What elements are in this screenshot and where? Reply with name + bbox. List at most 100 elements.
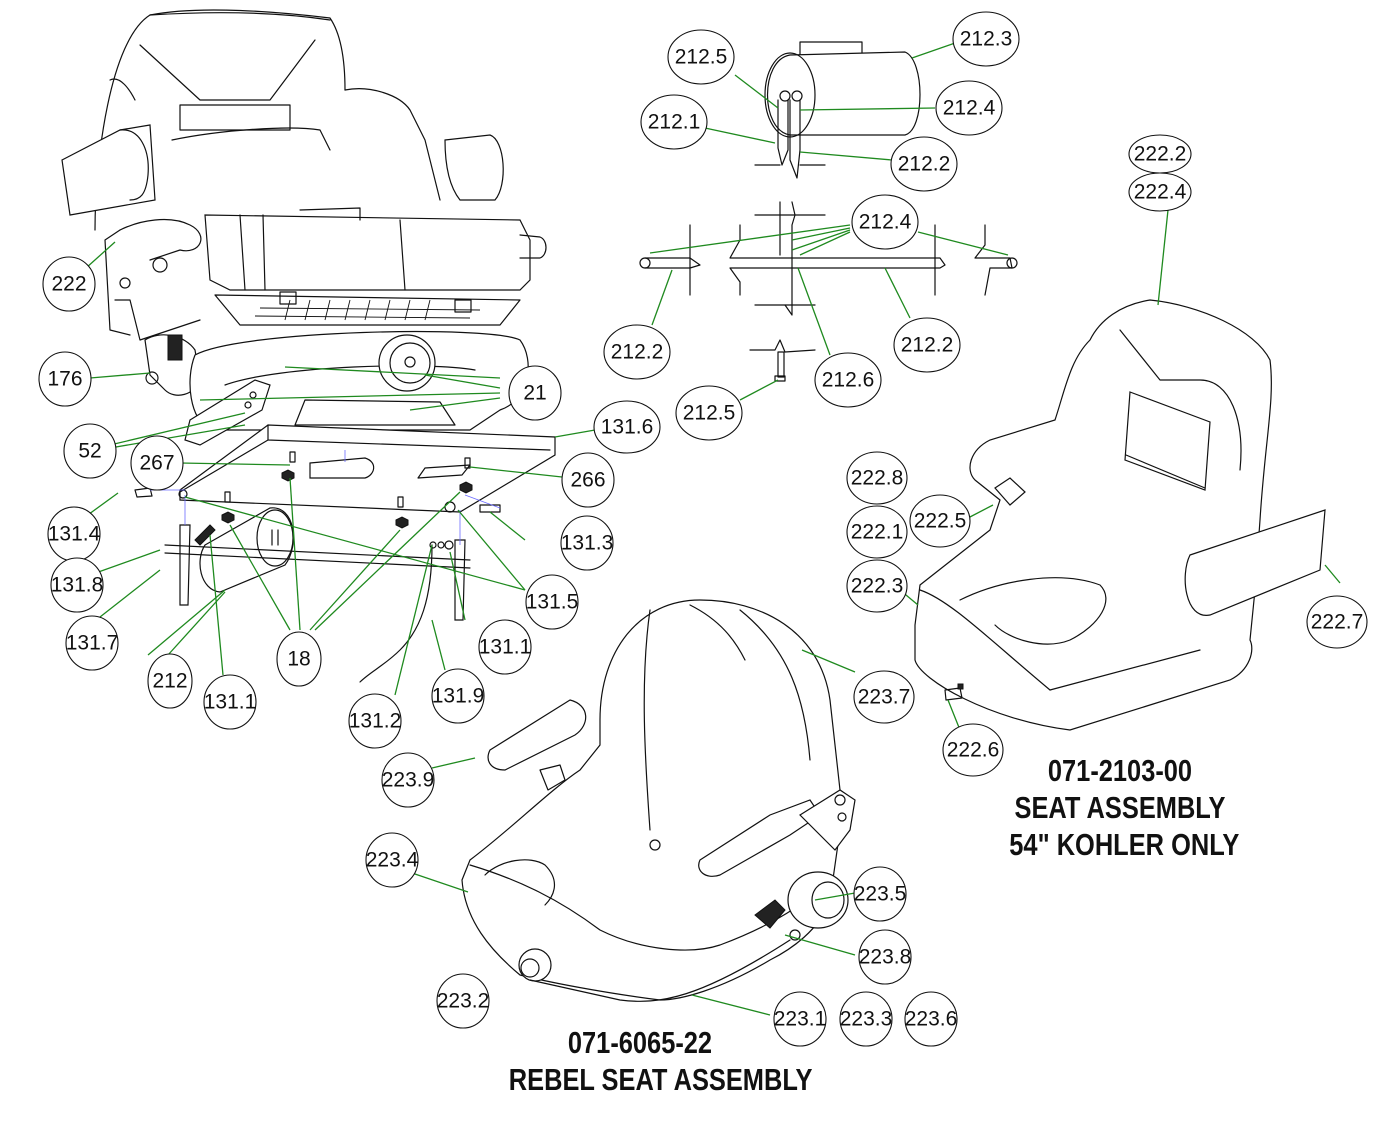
kohler-assembly-name: SEAT ASSEMBLY <box>1014 790 1226 826</box>
callout-label: 222 <box>51 273 86 296</box>
callout-131-8[interactable]: 131.8 <box>50 557 104 613</box>
callout-label: 131.9 <box>432 685 485 708</box>
callout-222-4[interactable]: 222.4 <box>1128 172 1192 212</box>
callout-label: 131.2 <box>349 710 402 733</box>
kohler-assembly-note: 54" KOHLER ONLY <box>1009 827 1240 863</box>
callout-212-5-top[interactable]: 212.5 <box>667 29 735 85</box>
callout-label: 222.8 <box>851 467 904 490</box>
callout-label: 223.4 <box>366 849 419 872</box>
callout-212-2-right[interactable]: 212.2 <box>893 317 961 373</box>
callout-label: 131.7 <box>66 632 119 655</box>
callout-label: 18 <box>287 648 310 671</box>
callout-label: 223.7 <box>858 686 911 709</box>
callout-label: 222.2 <box>1134 143 1187 166</box>
callout-label: 212.4 <box>943 97 996 120</box>
callout-label: 223.9 <box>382 769 435 792</box>
callout-267[interactable]: 267 <box>130 435 184 491</box>
callout-label: 222.3 <box>851 575 904 598</box>
callout-label: 131.1 <box>204 691 257 714</box>
callout-label: 131.1 <box>479 636 532 659</box>
rebel-assembly-name: REBEL SEAT ASSEMBLY <box>508 1062 813 1098</box>
callout-212-3[interactable]: 212.3 <box>952 11 1020 67</box>
leader-lines <box>84 41 1341 1016</box>
callout-131-4[interactable]: 131.4 <box>47 506 101 562</box>
callout-131-2[interactable]: 131.2 <box>348 693 402 749</box>
callout-label: 212.3 <box>960 28 1013 51</box>
callout-bubbles: 222 176 21 52 267 131.6 266 131.4 131.3 … <box>38 11 1368 1047</box>
callout-label: 223.5 <box>854 883 907 906</box>
callout-52[interactable]: 52 <box>63 423 117 479</box>
callout-label: 212 <box>152 670 187 693</box>
callout-label: 222.5 <box>914 510 967 533</box>
callout-label: 212.5 <box>675 46 728 69</box>
callout-label: 212.2 <box>611 341 664 364</box>
callout-222-7[interactable]: 222.7 <box>1306 595 1368 649</box>
callout-label: 131.5 <box>526 591 579 614</box>
callout-223-7[interactable]: 223.7 <box>853 670 915 724</box>
callout-131-1-left[interactable]: 131.1 <box>203 674 257 730</box>
callout-label: 223.2 <box>437 990 490 1013</box>
callout-222-8[interactable]: 222.8 <box>846 451 908 505</box>
callout-131-3[interactable]: 131.3 <box>560 515 614 571</box>
callout-212-4-mid[interactable]: 212.4 <box>851 194 919 250</box>
callout-label: 222.7 <box>1311 611 1364 634</box>
callout-212-6[interactable]: 212.6 <box>814 352 882 408</box>
rebel-assembly-title: 071-6065-22 REBEL SEAT ASSEMBLY <box>508 1024 813 1098</box>
callout-label: 222.1 <box>851 521 904 544</box>
callout-131-9[interactable]: 131.9 <box>431 668 485 724</box>
switch-detail-drawing <box>639 41 1018 382</box>
callout-label: 212.6 <box>822 369 875 392</box>
callout-223-6[interactable]: 223.6 <box>904 991 958 1047</box>
callout-222-3[interactable]: 222.3 <box>846 559 908 613</box>
callout-223-5[interactable]: 223.5 <box>853 866 907 922</box>
callout-label: 131.6 <box>601 416 654 439</box>
callout-label: 212.1 <box>648 111 701 134</box>
callout-222-1[interactable]: 222.1 <box>846 505 908 559</box>
callout-222-2[interactable]: 222.2 <box>1128 134 1192 174</box>
callout-label: 131.4 <box>48 523 101 546</box>
callout-label: 223.8 <box>859 946 912 969</box>
callout-131-6[interactable]: 131.6 <box>593 400 661 454</box>
callout-label: 212.2 <box>901 334 954 357</box>
callout-label: 266 <box>570 469 605 492</box>
callout-131-7[interactable]: 131.7 <box>65 615 119 671</box>
callout-212-2-left[interactable]: 212.2 <box>603 324 671 380</box>
rebel-part-number: 071-6065-22 <box>567 1025 713 1060</box>
kohler-assembly-title: 071-2103-00 SEAT ASSEMBLY 54" KOHLER ONL… <box>1009 752 1240 864</box>
callout-21[interactable]: 21 <box>508 365 562 421</box>
callout-223-3[interactable]: 223.3 <box>839 991 893 1047</box>
callout-label: 222.6 <box>947 739 1000 762</box>
callout-223-9[interactable]: 223.9 <box>381 752 435 808</box>
callout-223-8[interactable]: 223.8 <box>858 929 912 985</box>
callout-label: 176 <box>47 368 82 391</box>
callout-222-5[interactable]: 222.5 <box>909 494 971 548</box>
callout-223-2[interactable]: 223.2 <box>436 973 490 1029</box>
callout-223-1[interactable]: 223.1 <box>773 991 827 1047</box>
callout-131-5[interactable]: 131.5 <box>525 574 579 630</box>
callout-label: 212.5 <box>683 402 736 425</box>
callout-266[interactable]: 266 <box>561 452 615 508</box>
callout-222-6[interactable]: 222.6 <box>942 723 1004 777</box>
callout-222[interactable]: 222 <box>42 256 96 312</box>
callout-212-2-top[interactable]: 212.2 <box>890 136 958 192</box>
callout-label: 212.4 <box>859 211 912 234</box>
callout-18[interactable]: 18 <box>276 631 322 687</box>
callout-176[interactable]: 176 <box>38 351 92 407</box>
callout-label: 52 <box>78 440 101 463</box>
callout-label: 212.2 <box>898 153 951 176</box>
callout-212-4-top[interactable]: 212.4 <box>935 80 1003 136</box>
callout-223-4[interactable]: 223.4 <box>365 832 419 888</box>
callout-label: 223.1 <box>774 1008 827 1031</box>
callout-212[interactable]: 212 <box>147 653 193 709</box>
callout-label: 267 <box>139 452 174 475</box>
kohler-seat-drawing <box>914 299 1326 731</box>
callout-label: 223.6 <box>905 1008 958 1031</box>
callout-212-5-bottom[interactable]: 212.5 <box>675 385 743 441</box>
callout-212-1[interactable]: 212.1 <box>640 94 708 150</box>
exploded-seat-drawing <box>61 9 556 683</box>
callout-131-1-right[interactable]: 131.1 <box>478 619 532 675</box>
callout-label: 223.3 <box>840 1008 893 1031</box>
callout-label: 222.4 <box>1134 181 1187 204</box>
callout-label: 131.8 <box>51 574 104 597</box>
